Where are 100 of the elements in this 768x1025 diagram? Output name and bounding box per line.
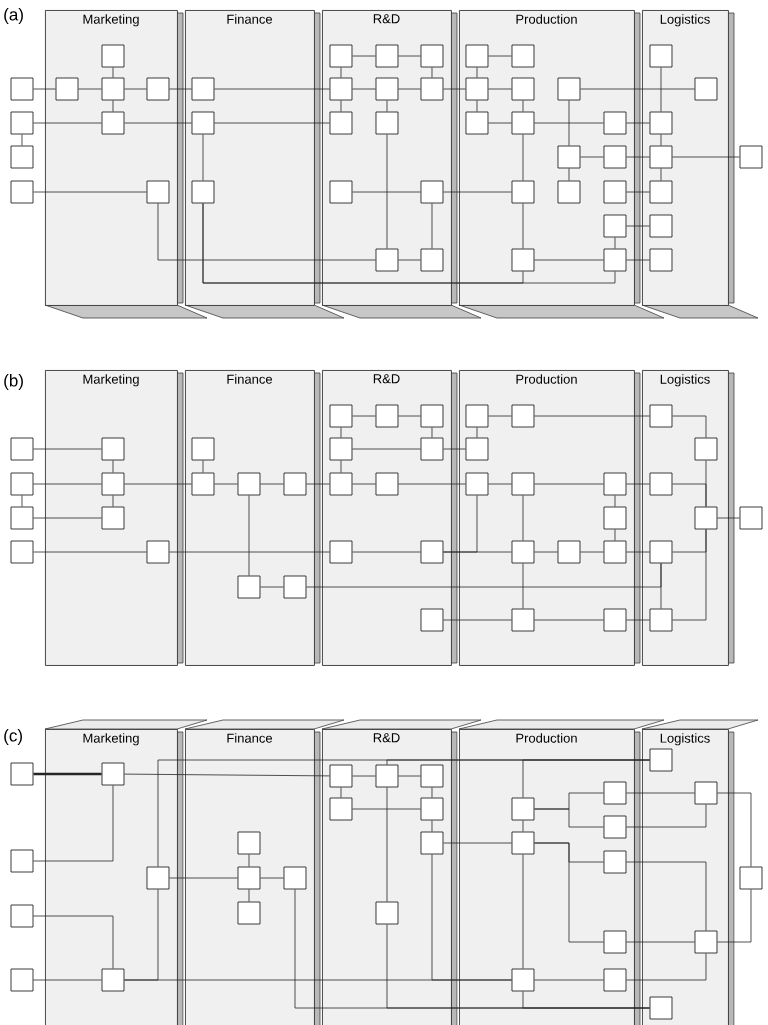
process-box <box>375 404 399 428</box>
connector-line <box>78 88 102 90</box>
process-box <box>10 437 34 461</box>
process-box <box>465 472 489 496</box>
process-box <box>10 506 34 530</box>
process-box <box>101 762 125 786</box>
connector-line <box>352 415 376 417</box>
connector-line <box>112 100 114 112</box>
process-box <box>511 831 535 855</box>
connector-line <box>476 100 478 112</box>
process-box <box>603 781 627 805</box>
connector-line <box>717 889 752 943</box>
connector-line <box>352 808 421 810</box>
connector-line <box>717 517 740 519</box>
panel-label: (c) <box>4 729 22 745</box>
process-box <box>10 968 34 992</box>
process-box <box>237 901 261 925</box>
connector-line <box>112 460 114 473</box>
process-box <box>649 214 673 238</box>
connector-line <box>476 427 478 438</box>
connector-line <box>248 889 250 902</box>
process-box <box>420 44 444 68</box>
process-box <box>420 540 444 564</box>
process-box <box>10 77 34 101</box>
connector-line <box>33 122 102 124</box>
connector-line <box>431 787 433 798</box>
process-box <box>511 180 535 204</box>
connector-line <box>522 854 524 969</box>
connector-line <box>443 842 512 844</box>
process-box <box>420 797 444 821</box>
connector-line <box>580 156 604 158</box>
process-box <box>329 540 353 564</box>
connector-line <box>352 448 421 450</box>
process-box <box>511 968 535 992</box>
process-box <box>237 472 261 496</box>
connector-line <box>534 551 558 553</box>
connector-line <box>626 122 650 124</box>
connector-line <box>614 529 616 541</box>
process-box <box>101 77 125 101</box>
connector-line <box>352 775 376 777</box>
connector-line <box>534 808 604 828</box>
process-box <box>511 472 535 496</box>
process-box <box>101 111 125 135</box>
connector-line <box>488 415 512 417</box>
connector-line <box>386 787 388 902</box>
process-box <box>375 248 399 272</box>
connector-line <box>260 586 284 588</box>
process-box <box>329 437 353 461</box>
connector-line <box>626 156 650 158</box>
process-box <box>557 540 581 564</box>
process-box <box>237 575 261 599</box>
connector-line <box>124 773 330 777</box>
connector-line <box>568 168 570 181</box>
process-box <box>10 145 34 169</box>
connector-line <box>522 820 524 832</box>
connector-line <box>386 759 650 765</box>
connector-line <box>202 134 204 181</box>
process-box <box>603 180 627 204</box>
process-box <box>101 472 125 496</box>
connector-line <box>534 415 650 417</box>
connector-line <box>580 88 695 90</box>
connector-line <box>660 563 662 609</box>
process-box <box>649 540 673 564</box>
connector-line <box>202 203 616 284</box>
process-box <box>649 145 673 169</box>
process-box <box>10 762 34 786</box>
process-box <box>10 540 34 564</box>
connector-line <box>522 495 524 541</box>
department-column: Marketing <box>45 370 184 666</box>
panel-label: (b) <box>4 374 23 390</box>
department-column: Marketing <box>44 719 208 1025</box>
connector-line <box>202 460 204 473</box>
process-box <box>146 180 170 204</box>
connector-line <box>443 619 512 621</box>
connector-line <box>534 122 604 124</box>
connector-line <box>534 979 604 981</box>
connector-line <box>386 134 388 249</box>
connector-line <box>214 88 330 90</box>
connector-line <box>352 191 421 193</box>
process-box <box>283 575 307 599</box>
process-box <box>237 866 261 890</box>
process-box <box>649 748 673 772</box>
process-box <box>329 764 353 788</box>
connector-line <box>431 820 433 832</box>
process-box <box>420 77 444 101</box>
process-box <box>603 540 627 564</box>
connector-line <box>660 134 662 146</box>
process-box <box>603 968 627 992</box>
process-box <box>603 506 627 530</box>
process-box <box>191 472 215 496</box>
process-box <box>603 815 627 839</box>
connector-line <box>443 448 466 450</box>
connector-line <box>33 772 102 776</box>
process-box <box>191 180 215 204</box>
connector-line <box>672 156 740 158</box>
connector-line <box>398 415 421 417</box>
process-box <box>420 404 444 428</box>
connector-line <box>21 495 23 507</box>
process-box <box>649 44 673 68</box>
connector-line <box>580 551 604 553</box>
